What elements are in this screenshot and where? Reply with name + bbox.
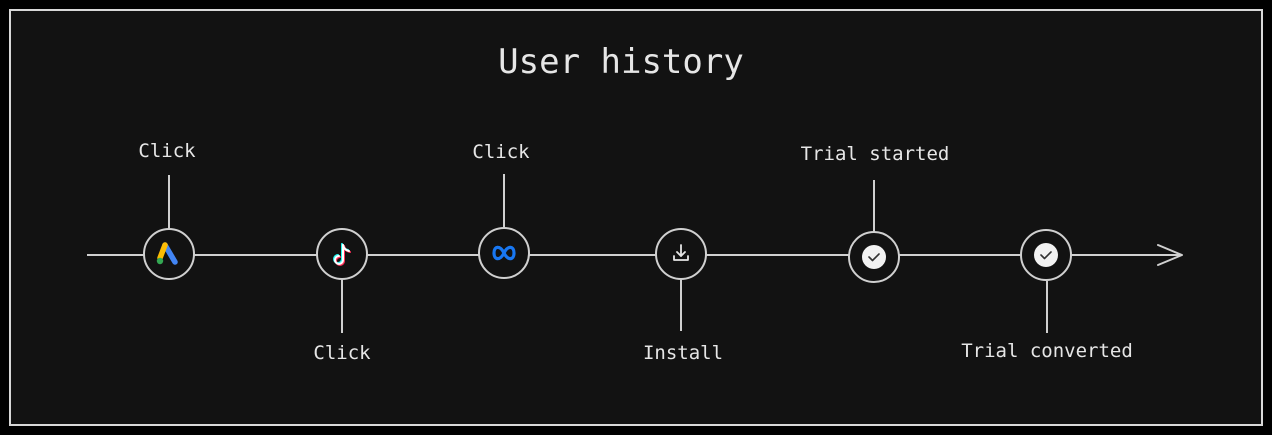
download-icon <box>673 244 689 261</box>
event-label: Click <box>472 141 530 163</box>
event-trial-started: Trial started <box>801 143 950 283</box>
diagram-frame <box>9 9 1263 426</box>
event-meta-click: Click <box>472 141 530 279</box>
event-label: Trial started <box>801 143 950 165</box>
event-label: Click <box>313 342 371 364</box>
diagram-title: User history <box>498 42 744 82</box>
tiktok-logo-icon <box>333 243 351 266</box>
event-label: Trial converted <box>961 340 1133 362</box>
google-ads-logo-icon <box>156 242 178 265</box>
meta-logo-icon <box>492 245 516 261</box>
event-google-ads-click: Click <box>138 140 196 280</box>
event-install: Install <box>643 228 723 364</box>
timeline-arrowhead <box>1157 244 1183 266</box>
checkmark-icon <box>862 245 886 269</box>
event-trial-converted: Trial converted <box>961 229 1133 362</box>
checkmark-icon <box>1034 243 1058 267</box>
event-label: Install <box>643 342 723 364</box>
event-tiktok-click: Click <box>313 228 371 364</box>
event-label: Click <box>138 140 196 162</box>
